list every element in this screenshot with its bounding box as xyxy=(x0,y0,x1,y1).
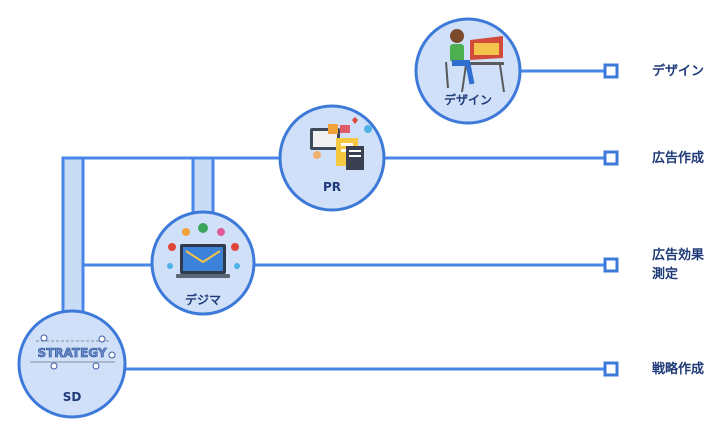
dejima-endpoint xyxy=(603,257,619,273)
pr-node-label: PR xyxy=(323,180,341,194)
sd-endpoint xyxy=(603,361,619,377)
output-label-design: デザイン xyxy=(652,64,705,79)
sd-connector-bar xyxy=(61,156,85,330)
pr-media-icon xyxy=(310,117,372,170)
designer-illustration-icon xyxy=(445,29,505,93)
output-label-ad-measurement: 広告効果 測定 xyxy=(652,248,705,282)
output-label-ad-creation: 広告作成 xyxy=(652,151,705,166)
dejima-node-label: デジマ xyxy=(185,292,221,307)
dejima-node: デジマ xyxy=(150,210,256,316)
strategy-wordmark: STRATEGY xyxy=(37,346,106,360)
sd-node: STRATEGY SD xyxy=(17,309,127,419)
output-label-strategy-creation: 戦略作成 xyxy=(652,362,705,377)
pr-node: PR xyxy=(278,104,386,212)
pr-endpoint xyxy=(603,150,619,166)
design-endpoint xyxy=(603,63,619,79)
design-node: デザイン xyxy=(414,17,522,125)
digital-marketing-icon xyxy=(167,223,240,278)
strategy-icon: STRATEGY xyxy=(30,334,116,370)
sd-node-label: SD xyxy=(63,390,82,404)
design-node-label: デザイン xyxy=(444,92,492,107)
dejima-connector-bar xyxy=(191,156,215,220)
